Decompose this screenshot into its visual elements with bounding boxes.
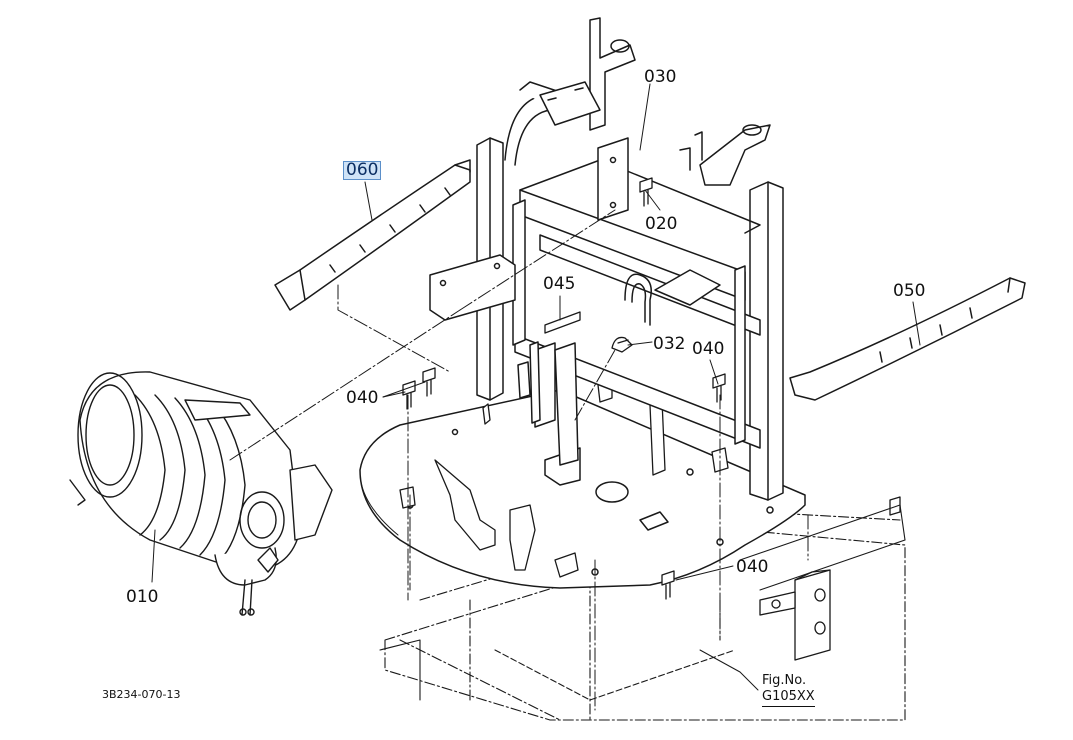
part-label-045[interactable]: 045 <box>543 274 576 294</box>
figure-reference[interactable]: Fig.No. G105XX <box>762 673 815 707</box>
center-lines <box>229 209 809 711</box>
strap-045 <box>544 311 581 334</box>
part-label-040-left[interactable]: 040 <box>346 388 379 408</box>
armrest-cover-050 <box>789 277 1026 401</box>
right-mount-bracket <box>759 496 901 661</box>
part-label-030[interactable]: 030 <box>644 67 677 87</box>
part-label-040-lower[interactable]: 040 <box>736 557 769 577</box>
part-label-040-upper-right[interactable]: 040 <box>692 339 725 359</box>
part-label-020[interactable]: 020 <box>645 214 678 234</box>
part-label-032[interactable]: 032 <box>653 334 686 354</box>
armrest-cover-060 <box>274 159 471 311</box>
seat-support-frame <box>429 17 784 501</box>
leader-lines <box>151 83 921 691</box>
document-id: 3B234-070-13 <box>102 688 181 701</box>
clip-032 <box>611 336 633 353</box>
bolts <box>402 177 726 600</box>
air-cleaner-010 <box>69 371 333 616</box>
figure-code: G105XX <box>762 689 815 707</box>
part-label-010[interactable]: 010 <box>126 587 159 607</box>
figure-label: Fig.No. <box>762 673 807 688</box>
part-label-060[interactable]: 060 <box>343 161 382 180</box>
part-label-050[interactable]: 050 <box>893 281 926 301</box>
floor-tabs <box>399 379 729 578</box>
